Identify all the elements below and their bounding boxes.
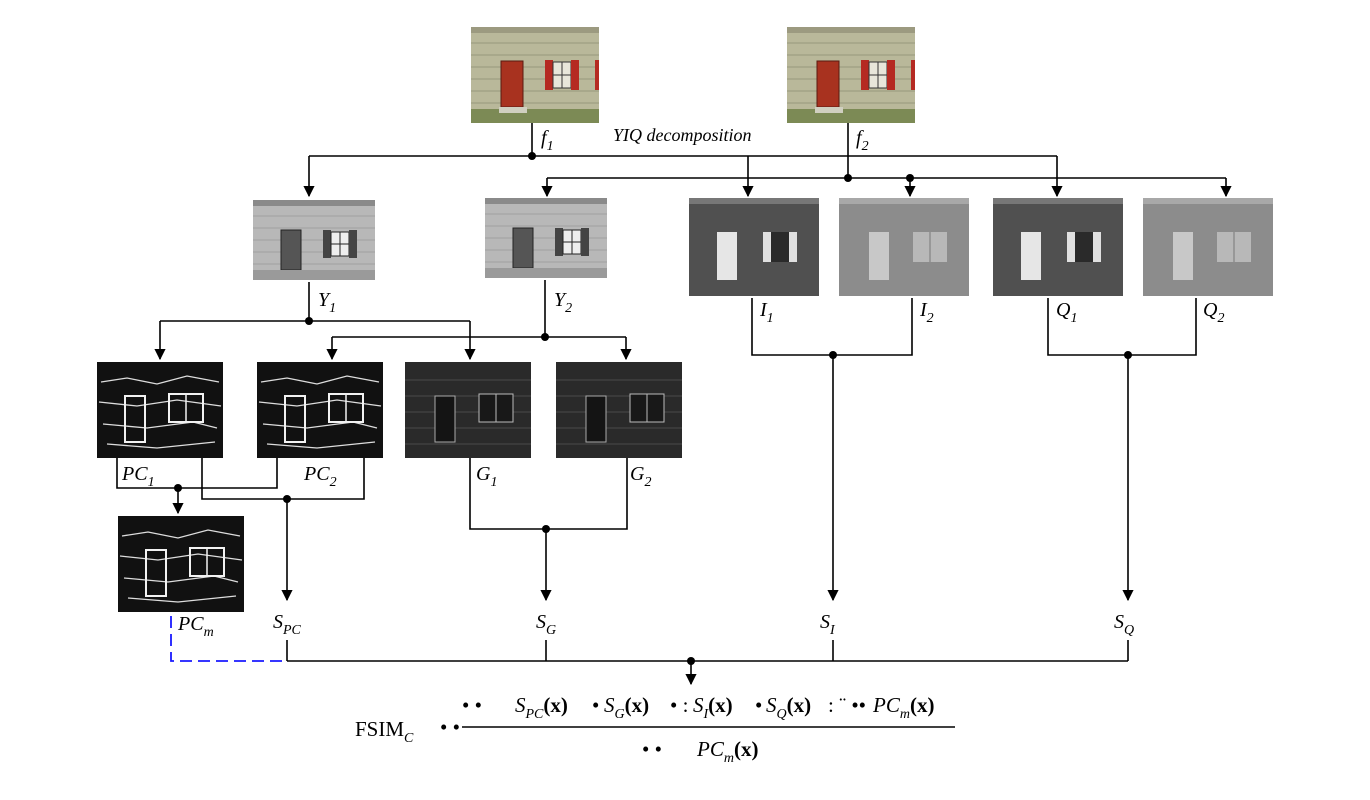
numerator-term-sg: SG(x) — [604, 693, 649, 722]
label-pc2: PC2 — [303, 463, 337, 490]
svg-text:•: • — [592, 693, 599, 717]
image-q1 — [993, 198, 1123, 296]
label-g1: G1 — [476, 463, 497, 490]
label-sg: SG — [536, 611, 556, 638]
label-i1: I1 — [759, 299, 774, 326]
image-q2 — [1142, 197, 1274, 297]
numerator-term-sq: SQ(x) — [766, 693, 811, 722]
image-pcm — [117, 515, 245, 613]
formula-sum-mark: • • — [462, 693, 482, 717]
formula-lhs: FSIMC — [355, 717, 414, 746]
label-sq: SQ — [1114, 611, 1134, 638]
junction-dots — [174, 152, 1132, 665]
image-g2 — [555, 361, 683, 459]
denominator-term-pcm: PCm(x) — [696, 737, 758, 766]
label-g2: G2 — [630, 463, 651, 490]
formula-equals-mark: • • — [440, 715, 460, 739]
label-f2: f2 — [856, 127, 869, 154]
label-q2: Q2 — [1203, 299, 1224, 326]
image-y1 — [252, 199, 376, 281]
image-i2 — [838, 197, 970, 297]
numerator-term-si: SI(x) — [693, 693, 733, 722]
label-q1: Q1 — [1056, 299, 1077, 326]
label-pc1: PC1 — [121, 463, 155, 490]
label-f1: f1 — [541, 127, 554, 154]
image-i1 — [689, 198, 819, 296]
label-spc: SPC — [273, 611, 302, 638]
formula-den-mark: • • — [642, 737, 662, 761]
label-pcm: PCm — [177, 613, 214, 640]
label-i2: I2 — [919, 299, 934, 326]
label-y2: Y2 — [554, 289, 572, 316]
label-y1: Y1 — [318, 289, 336, 316]
image-g1 — [404, 361, 532, 459]
image-f1 — [470, 26, 600, 124]
numerator-term-pcm: PCm(x) — [872, 693, 934, 722]
fsim-formula: FSIMC • • • • SPC(x) • SG(x) • : SI(x) •… — [355, 693, 934, 766]
svg-text:: ¨ ••: : ¨ •• — [828, 693, 866, 717]
svg-text:• :: • : — [670, 693, 688, 717]
yiq-caption: YIQ decomposition — [613, 125, 752, 145]
numerator-term-spc: SPC(x) — [515, 693, 568, 722]
image-y2 — [484, 197, 608, 279]
pcm-dashed-link — [170, 616, 287, 662]
svg-text:•: • — [755, 693, 762, 717]
label-si: SI — [820, 611, 836, 638]
image-pc1 — [96, 361, 224, 459]
image-pc2 — [256, 361, 384, 459]
image-f2 — [786, 26, 916, 124]
